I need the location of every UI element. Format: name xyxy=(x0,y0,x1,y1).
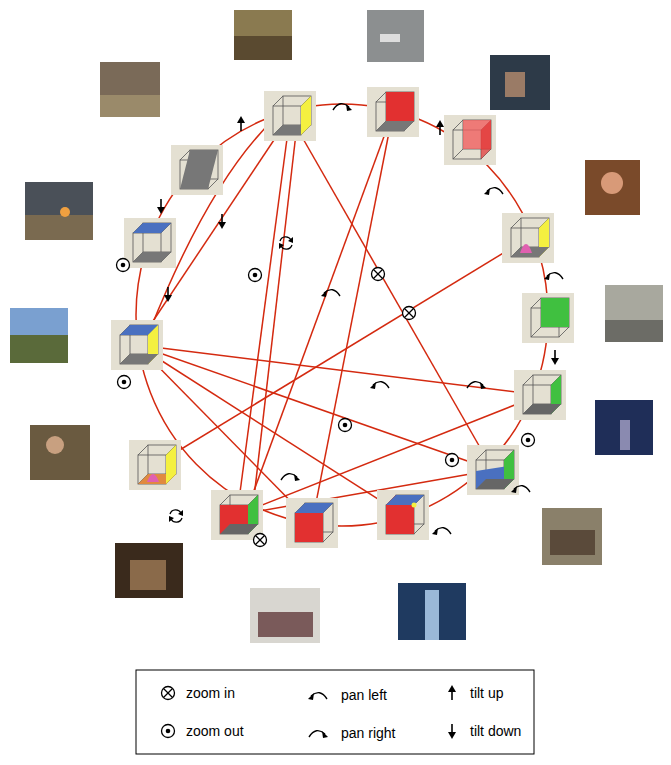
legend-text: pan left xyxy=(341,687,387,703)
legend-text: zoom in xyxy=(186,685,235,701)
motion-symbol xyxy=(117,104,564,547)
video-thumbnail xyxy=(10,10,663,643)
legend-text: pan right xyxy=(341,725,395,741)
transition-lines xyxy=(136,104,548,526)
legend-text: zoom out xyxy=(186,723,244,739)
legend-box xyxy=(136,670,534,754)
legend-symbol xyxy=(162,685,457,739)
camera-cube xyxy=(111,87,574,548)
legend-text: tilt down xyxy=(470,723,521,739)
legend-text: tilt up xyxy=(470,685,503,701)
